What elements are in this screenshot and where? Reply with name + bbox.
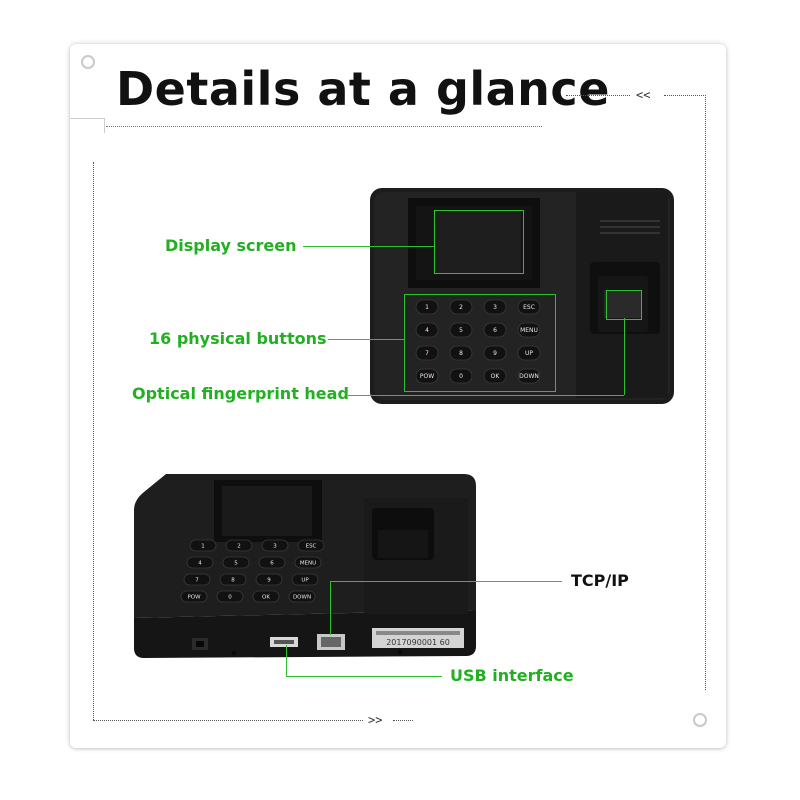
keypad-key-label: POW [187,594,201,600]
keypad-key-label: 5 [234,560,238,566]
bottom-dotted-line [93,720,363,721]
keypad-key-label: 7 [195,577,199,583]
keypad-key [252,590,280,603]
keypad-key [297,539,325,552]
label-physical-buttons: 16 physical buttons [149,329,327,348]
keypad-key-label: 0 [228,594,232,600]
keypad-key-label: MENU [300,560,316,566]
keypad-key-label: 8 [231,577,235,583]
keypad-key-label: 6 [493,327,497,334]
keypad-key [219,573,247,586]
keypad-key [255,573,283,586]
keypad-key [449,322,473,338]
keypad-key [180,590,208,603]
serial-number: 2017090001 60 [386,638,450,647]
keypad-key [189,539,217,552]
top-dotted-line [566,95,630,96]
highlight-physical-buttons [404,294,556,392]
keypad-key-label: ESC [306,543,317,549]
title-underline [106,126,542,127]
page-title: Details at a glance [116,62,610,116]
label-tcp-ip: TCP/IP [571,571,629,590]
keypad-key-label: UP [525,350,533,357]
keypad-key [258,556,286,569]
keypad-key [222,556,250,569]
keypad-key [517,345,541,361]
callout-line-physical-buttons [328,339,404,340]
keypad-key-label: ESC [523,304,535,311]
keypad-key-label: DOWN [293,594,311,600]
keypad-key-label: 3 [493,304,497,311]
keypad-key-label: 7 [425,350,429,357]
top-dotted-line-right [664,95,706,96]
bottom-arrow-marker: >> [368,713,383,727]
label-fingerprint-head: Optical fingerprint head [132,384,349,403]
keypad-key [517,368,541,384]
keypad-key [483,345,507,361]
callout-line-usb [286,676,442,677]
keypad-key [415,368,439,384]
keypad-key-label: MENU [520,327,538,334]
keypad-key [415,322,439,338]
keypad-key [517,322,541,338]
keypad-key [291,573,319,586]
keypad-key-label: 4 [425,327,429,334]
keypad-key [449,368,473,384]
keypad-key [183,573,211,586]
callout-line-fingerprint [348,395,624,396]
keypad-key [415,345,439,361]
keypad-key-label: 8 [459,350,463,357]
keypad-key-label: 1 [201,543,205,549]
keypad-key [415,299,439,315]
corner-hole-top-left [81,55,95,69]
keypad-key-label: DOWN [519,373,539,380]
keypad-key [483,368,507,384]
title-tab-corner [70,118,105,133]
keypad-key [449,299,473,315]
keypad-key-label: 9 [267,577,271,583]
front-keypad: 1 2 3 ESC 4 5 6 MENU 7 8 9 UP POW 0 OK DOWN [415,299,541,384]
keypad-key-label: UP [301,577,309,583]
keypad-key-label: 4 [198,560,202,566]
keypad-key [261,539,289,552]
keypad-key-label: 5 [459,327,463,334]
keypad-key-label: 3 [273,543,277,549]
keypad-key [483,299,507,315]
left-dotted-line [93,162,94,720]
callout-vline-usb [286,645,287,676]
keypad-key-label: POW [420,373,434,380]
callout-line-display-screen [303,246,434,247]
keypad-key [225,539,253,552]
keypad-key [288,590,316,603]
top-arrow-marker: << [636,88,651,102]
right-dotted-line [705,95,706,690]
keypad-key-label: OK [491,373,501,380]
highlight-display-screen [434,210,524,274]
keypad-key-label: 0 [459,373,463,380]
keypad-key [294,556,322,569]
corner-hole-bottom-right [693,713,707,727]
callout-line-tcp-ip [330,581,562,582]
keypad-key-label: 2 [459,304,463,311]
callout-vline-tcp-ip [330,581,331,635]
keypad-key [216,590,244,603]
keypad-key [449,345,473,361]
highlight-fingerprint [606,290,642,320]
device-front-view [370,188,674,404]
keypad-key-label: 2 [237,543,241,549]
angled-keypad: 1 2 3 ESC 4 5 6 MENU 7 8 9 UP POW 0 OK DOWN [180,539,325,603]
keypad-key-label: 9 [493,350,497,357]
label-usb-interface: USB interface [450,666,574,685]
keypad-key [483,322,507,338]
bottom-dotted-line-right [393,720,413,721]
keypad-key-label: OK [262,594,270,600]
keypad-key-label: 6 [270,560,274,566]
keypad-key [517,299,541,315]
keypad-key [186,556,214,569]
label-display-screen: Display screen [165,236,297,255]
keypad-key-label: 1 [425,304,429,311]
callout-vline-fingerprint [624,318,625,395]
